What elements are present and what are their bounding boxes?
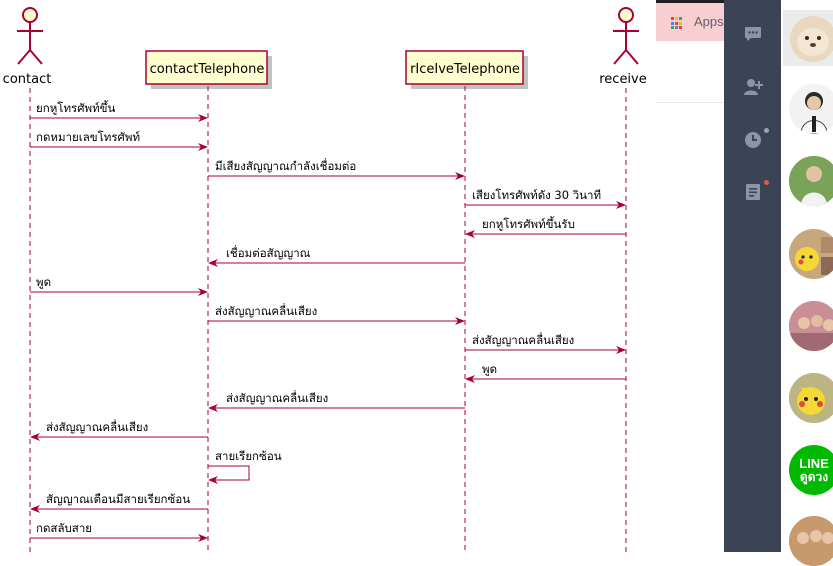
message-label: สายเรียกซ้อน — [215, 449, 282, 463]
message-label: ส่งสัญญาณคลื่นเสียง — [472, 332, 574, 347]
avatar[interactable] — [789, 229, 833, 279]
chat-icon[interactable] — [743, 24, 763, 44]
avatar — [790, 16, 833, 62]
participant-receive-telephone-label: rIceIveTelephone — [410, 62, 520, 77]
line-logo-subtext: ดูดวง — [799, 470, 829, 484]
note-icon[interactable] — [743, 182, 763, 202]
message-label: ยกหูโทรศัพท์ขึ้น — [36, 100, 116, 115]
avatar[interactable] — [789, 301, 833, 351]
avatar[interactable] — [789, 84, 833, 134]
divider — [656, 102, 724, 103]
apps-grid-icon[interactable] — [671, 17, 684, 30]
friends-list: LINE ดูดวง — [781, 0, 833, 566]
message-label: มีเสียงสัญญาณกำลังเชื่อมต่อ — [215, 158, 356, 173]
message-label: พูด — [36, 275, 51, 289]
message-label: กดหมายเลขโทรศัพท์ — [36, 130, 140, 144]
line-logo[interactable]: LINE ดูดวง — [789, 445, 833, 495]
participant-contact-telephone: contactTelephone — [145, 50, 272, 89]
message-label: กดสลับสาย — [36, 521, 92, 535]
avatar[interactable] — [789, 373, 833, 423]
notification-dot — [764, 180, 769, 185]
notification-dot — [764, 128, 769, 133]
actor-receive-label: receive — [599, 72, 647, 87]
message-label: ส่งสัญญาณคลื่นเสียง — [226, 390, 328, 405]
message-label: เชื่อมต่อสัญญาณ — [226, 245, 311, 260]
actor-contact — [17, 7, 43, 65]
message-label: ยกหูโทรศัพท์ขึ้นรับ — [482, 216, 575, 231]
participant-contact-telephone-label: contactTelephone — [150, 62, 265, 77]
message-label: ส่งสัญญาณคลื่นเสียง — [46, 419, 148, 434]
sequence-diagram: contact receive contactTelephone rIceIve… — [2, 7, 647, 552]
message-label: เสียงโทรศัพท์ดัง 30 วินาที — [472, 188, 601, 202]
line-logo-text: LINE — [799, 456, 829, 471]
avatar[interactable] — [789, 516, 833, 566]
bookmarks-bar: Apps — [656, 3, 724, 41]
message-label: สัญญาณเตือนมีสายเรียกซ้อน — [46, 492, 190, 506]
friend-item[interactable] — [783, 10, 833, 66]
add-friend-icon[interactable] — [743, 77, 763, 97]
participant-receive-telephone: rIceIveTelephone — [405, 50, 528, 89]
actor-receive — [613, 7, 639, 65]
app-sidebar — [724, 0, 781, 552]
avatar[interactable] — [789, 156, 833, 206]
actor-contact-label: contact — [3, 72, 52, 87]
message-arrow-self — [208, 465, 250, 484]
clock-icon[interactable] — [743, 130, 763, 150]
message-label: ส่งสัญญาณคลื่นเสียง — [215, 303, 317, 318]
apps-link[interactable]: Apps — [694, 14, 724, 29]
message-label: พูด — [482, 362, 497, 376]
